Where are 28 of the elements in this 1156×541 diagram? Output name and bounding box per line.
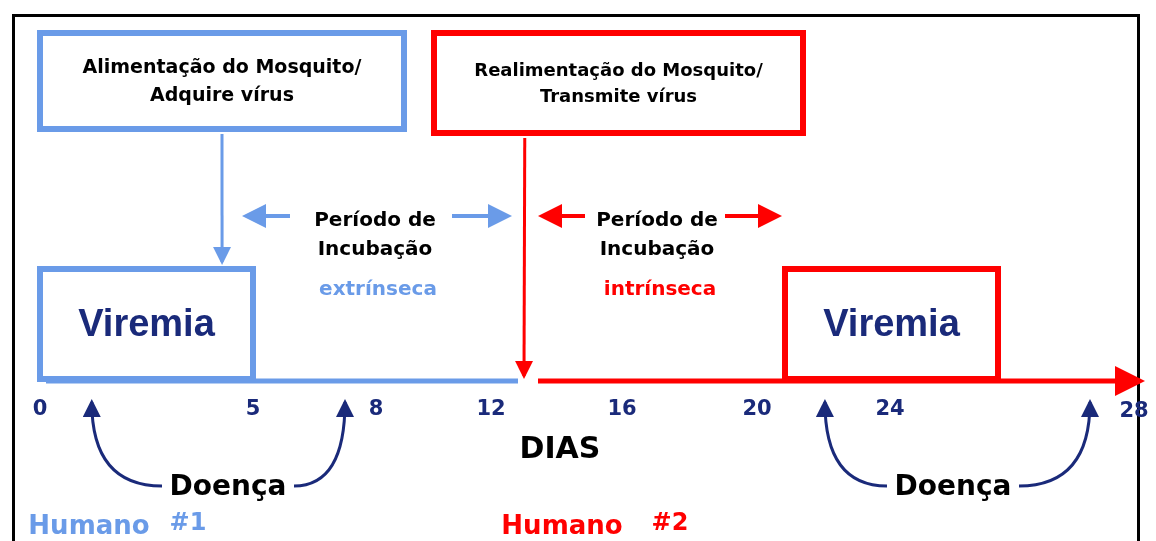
tick-label: 5 [245, 394, 261, 422]
disease-label: Doença [888, 466, 1018, 506]
group-number: #2 [651, 506, 689, 538]
tick-label: 24 [875, 394, 905, 422]
arrow [1018, 399, 1099, 488]
tick-label: 16 [607, 394, 637, 422]
viremia-box: Viremia [37, 266, 256, 382]
arrow [293, 399, 354, 488]
tick-label: 12 [476, 394, 506, 422]
arrow [213, 134, 232, 265]
period-label: Período de Incubação [313, 206, 437, 262]
arrow [515, 138, 534, 379]
tick-label: 20 [742, 394, 772, 422]
period-type-label: extrínseca [319, 274, 437, 302]
period-label: Período de Incubação [595, 206, 719, 262]
disease-label: Doença [163, 466, 293, 506]
viremia-box: Viremia [782, 266, 1001, 382]
arrow [83, 399, 163, 488]
event-box: Alimentação do Mosquito/ Adquire vírus [37, 30, 407, 132]
axis-title: DIAS [519, 429, 601, 468]
group-label: Humano [501, 509, 623, 541]
event-box: Realimentação do Mosquito/ Transmite vírus [431, 30, 806, 136]
tick-label: 8 [368, 394, 384, 422]
group-number: #1 [169, 506, 207, 538]
period-type-label: intrínseca [603, 274, 717, 302]
group-label: Humano [28, 509, 150, 541]
tick-label: 0 [32, 394, 48, 422]
arrow [816, 399, 888, 488]
